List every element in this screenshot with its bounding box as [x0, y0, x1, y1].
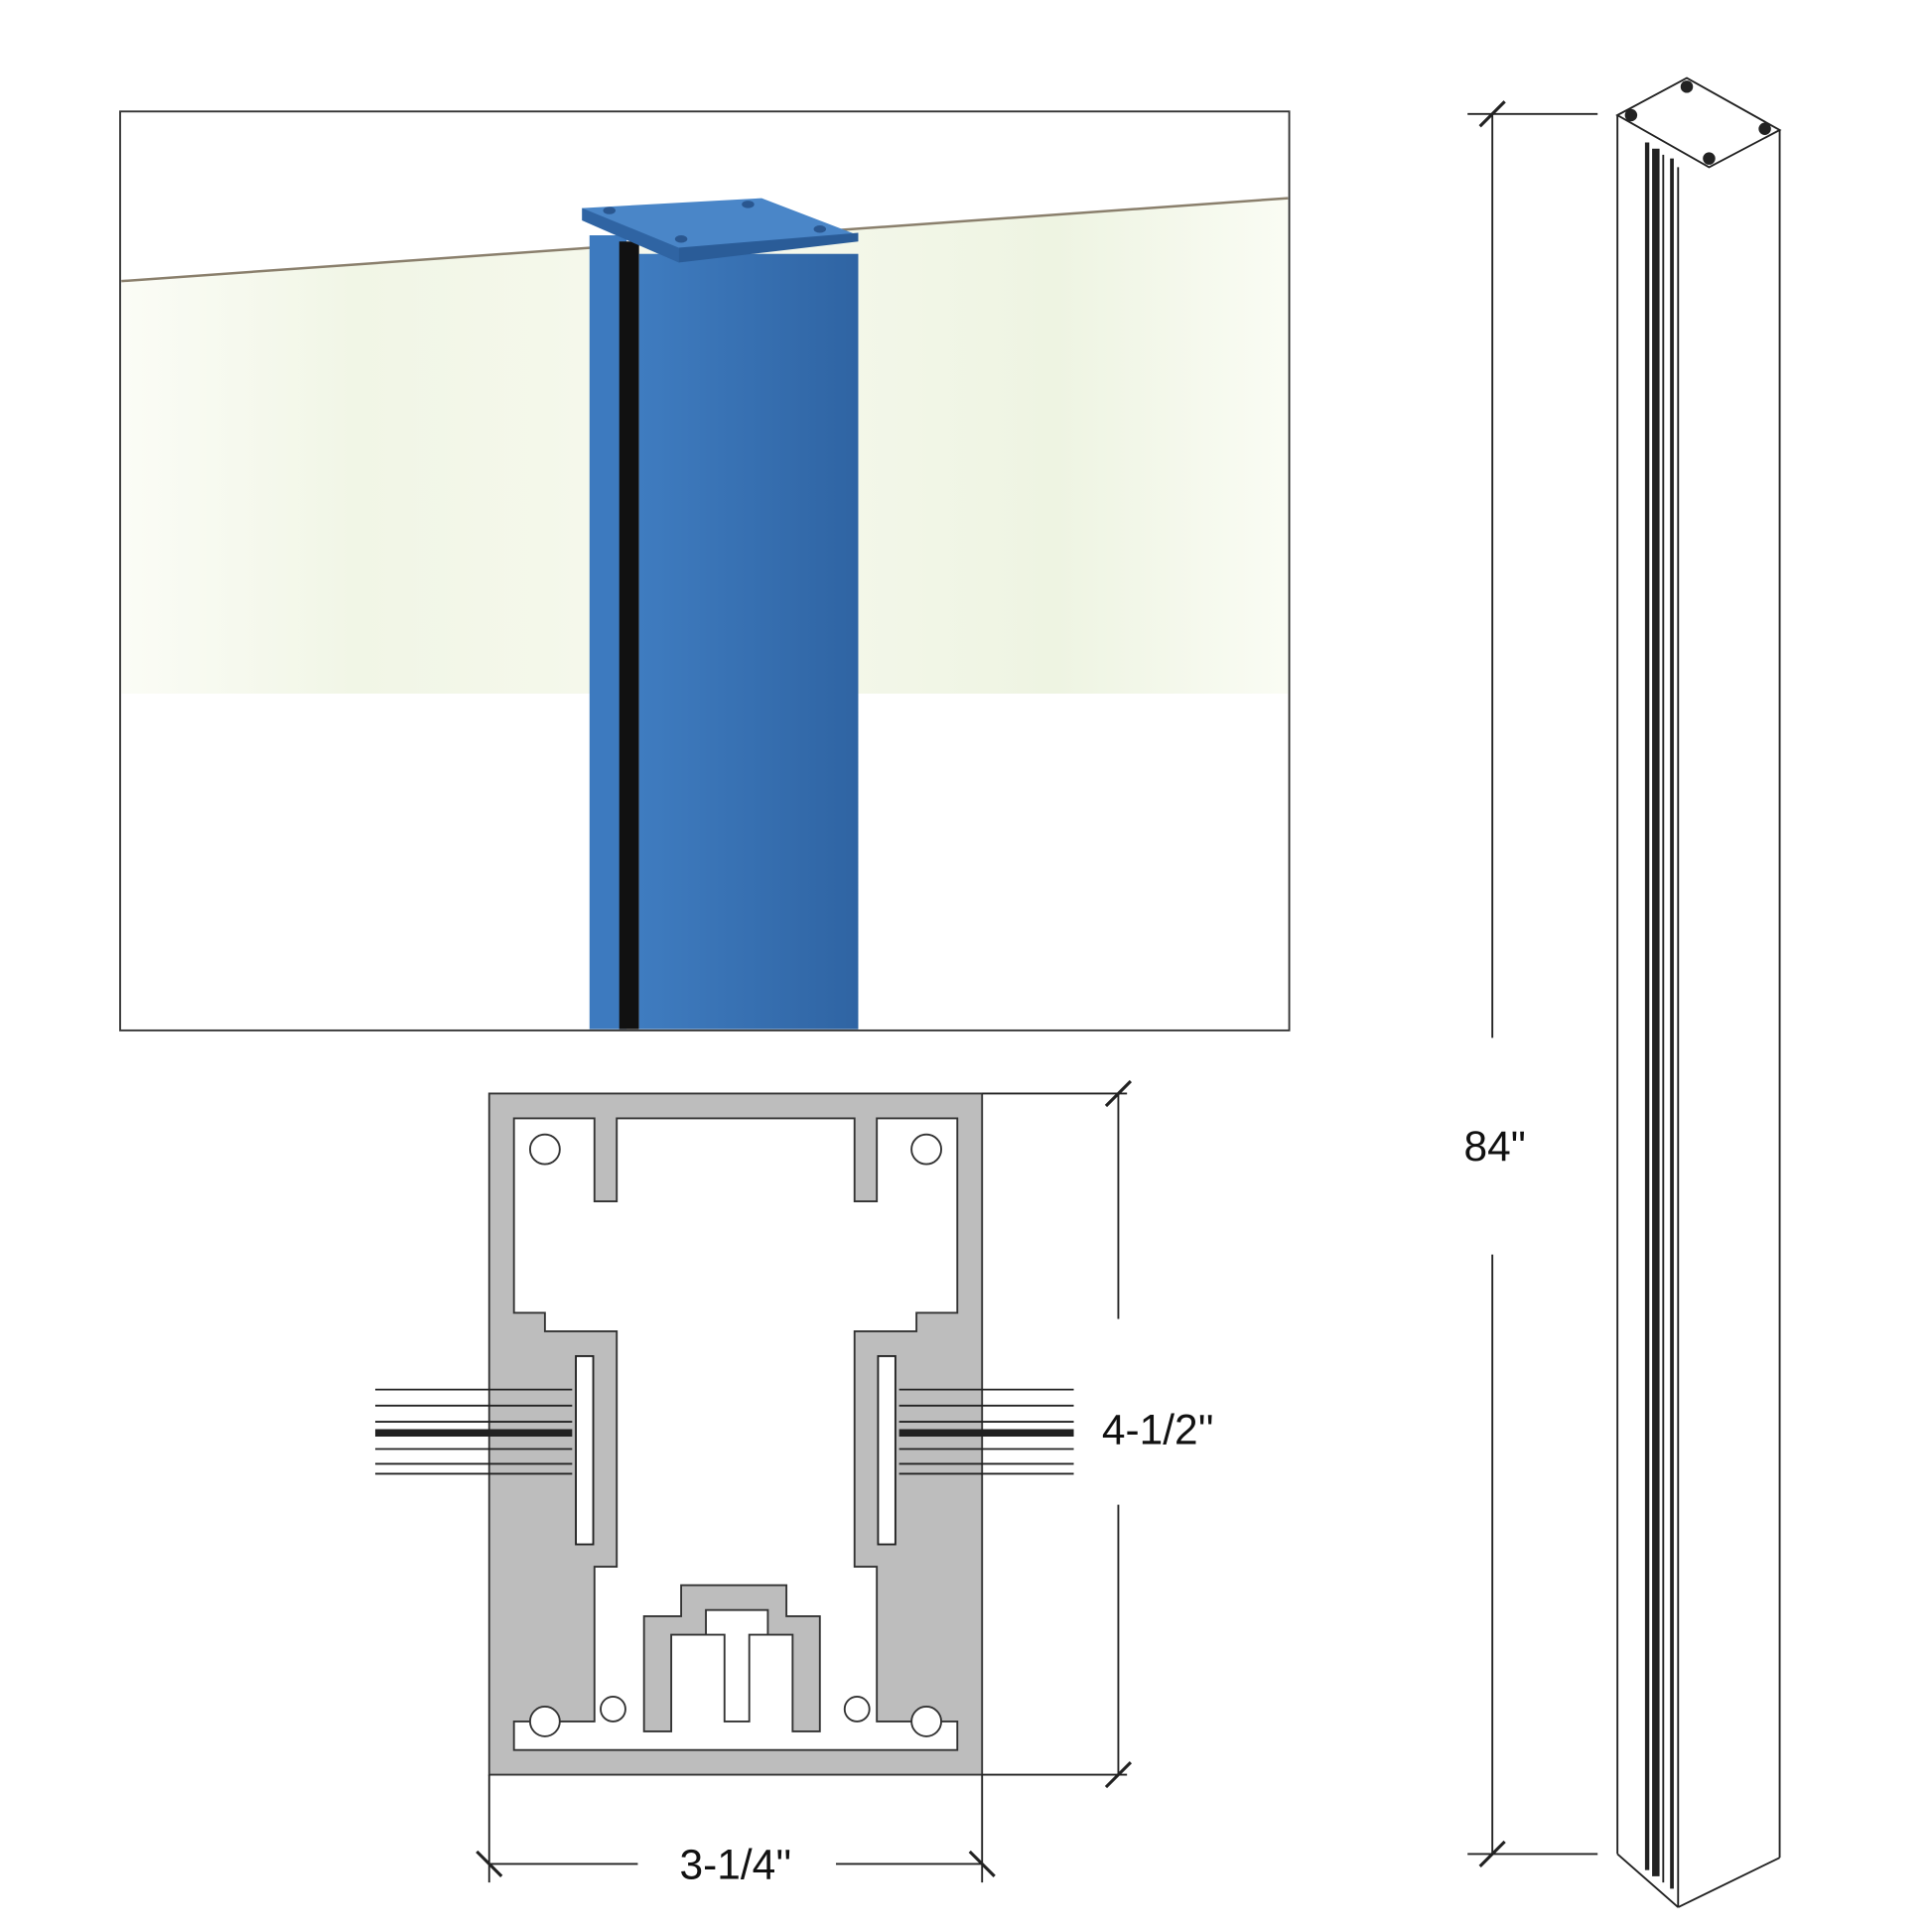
glass-left [374, 1355, 595, 1546]
profile-cross-section: 4-1/2'' 3-1/4'' [374, 1079, 1214, 1887]
blue-post [582, 198, 859, 1030]
installed-post-photo [119, 110, 1291, 1032]
width-dimension-label: 3-1/4'' [680, 1841, 792, 1887]
height-dimension-label: 84" [1464, 1123, 1526, 1170]
depth-dimension-label: 4-1/2'' [1102, 1407, 1214, 1453]
dimension-height-line [1467, 100, 1598, 1867]
cap-screw-holes [603, 201, 827, 243]
screw-bosses [528, 1133, 942, 1737]
dimension-depth-line [982, 1079, 1133, 1789]
cap-screw-holes [1624, 80, 1771, 165]
glass-right [877, 1355, 1074, 1546]
dimension-width-line [476, 1774, 996, 1883]
post-elevation-drawing [1615, 76, 1782, 1908]
